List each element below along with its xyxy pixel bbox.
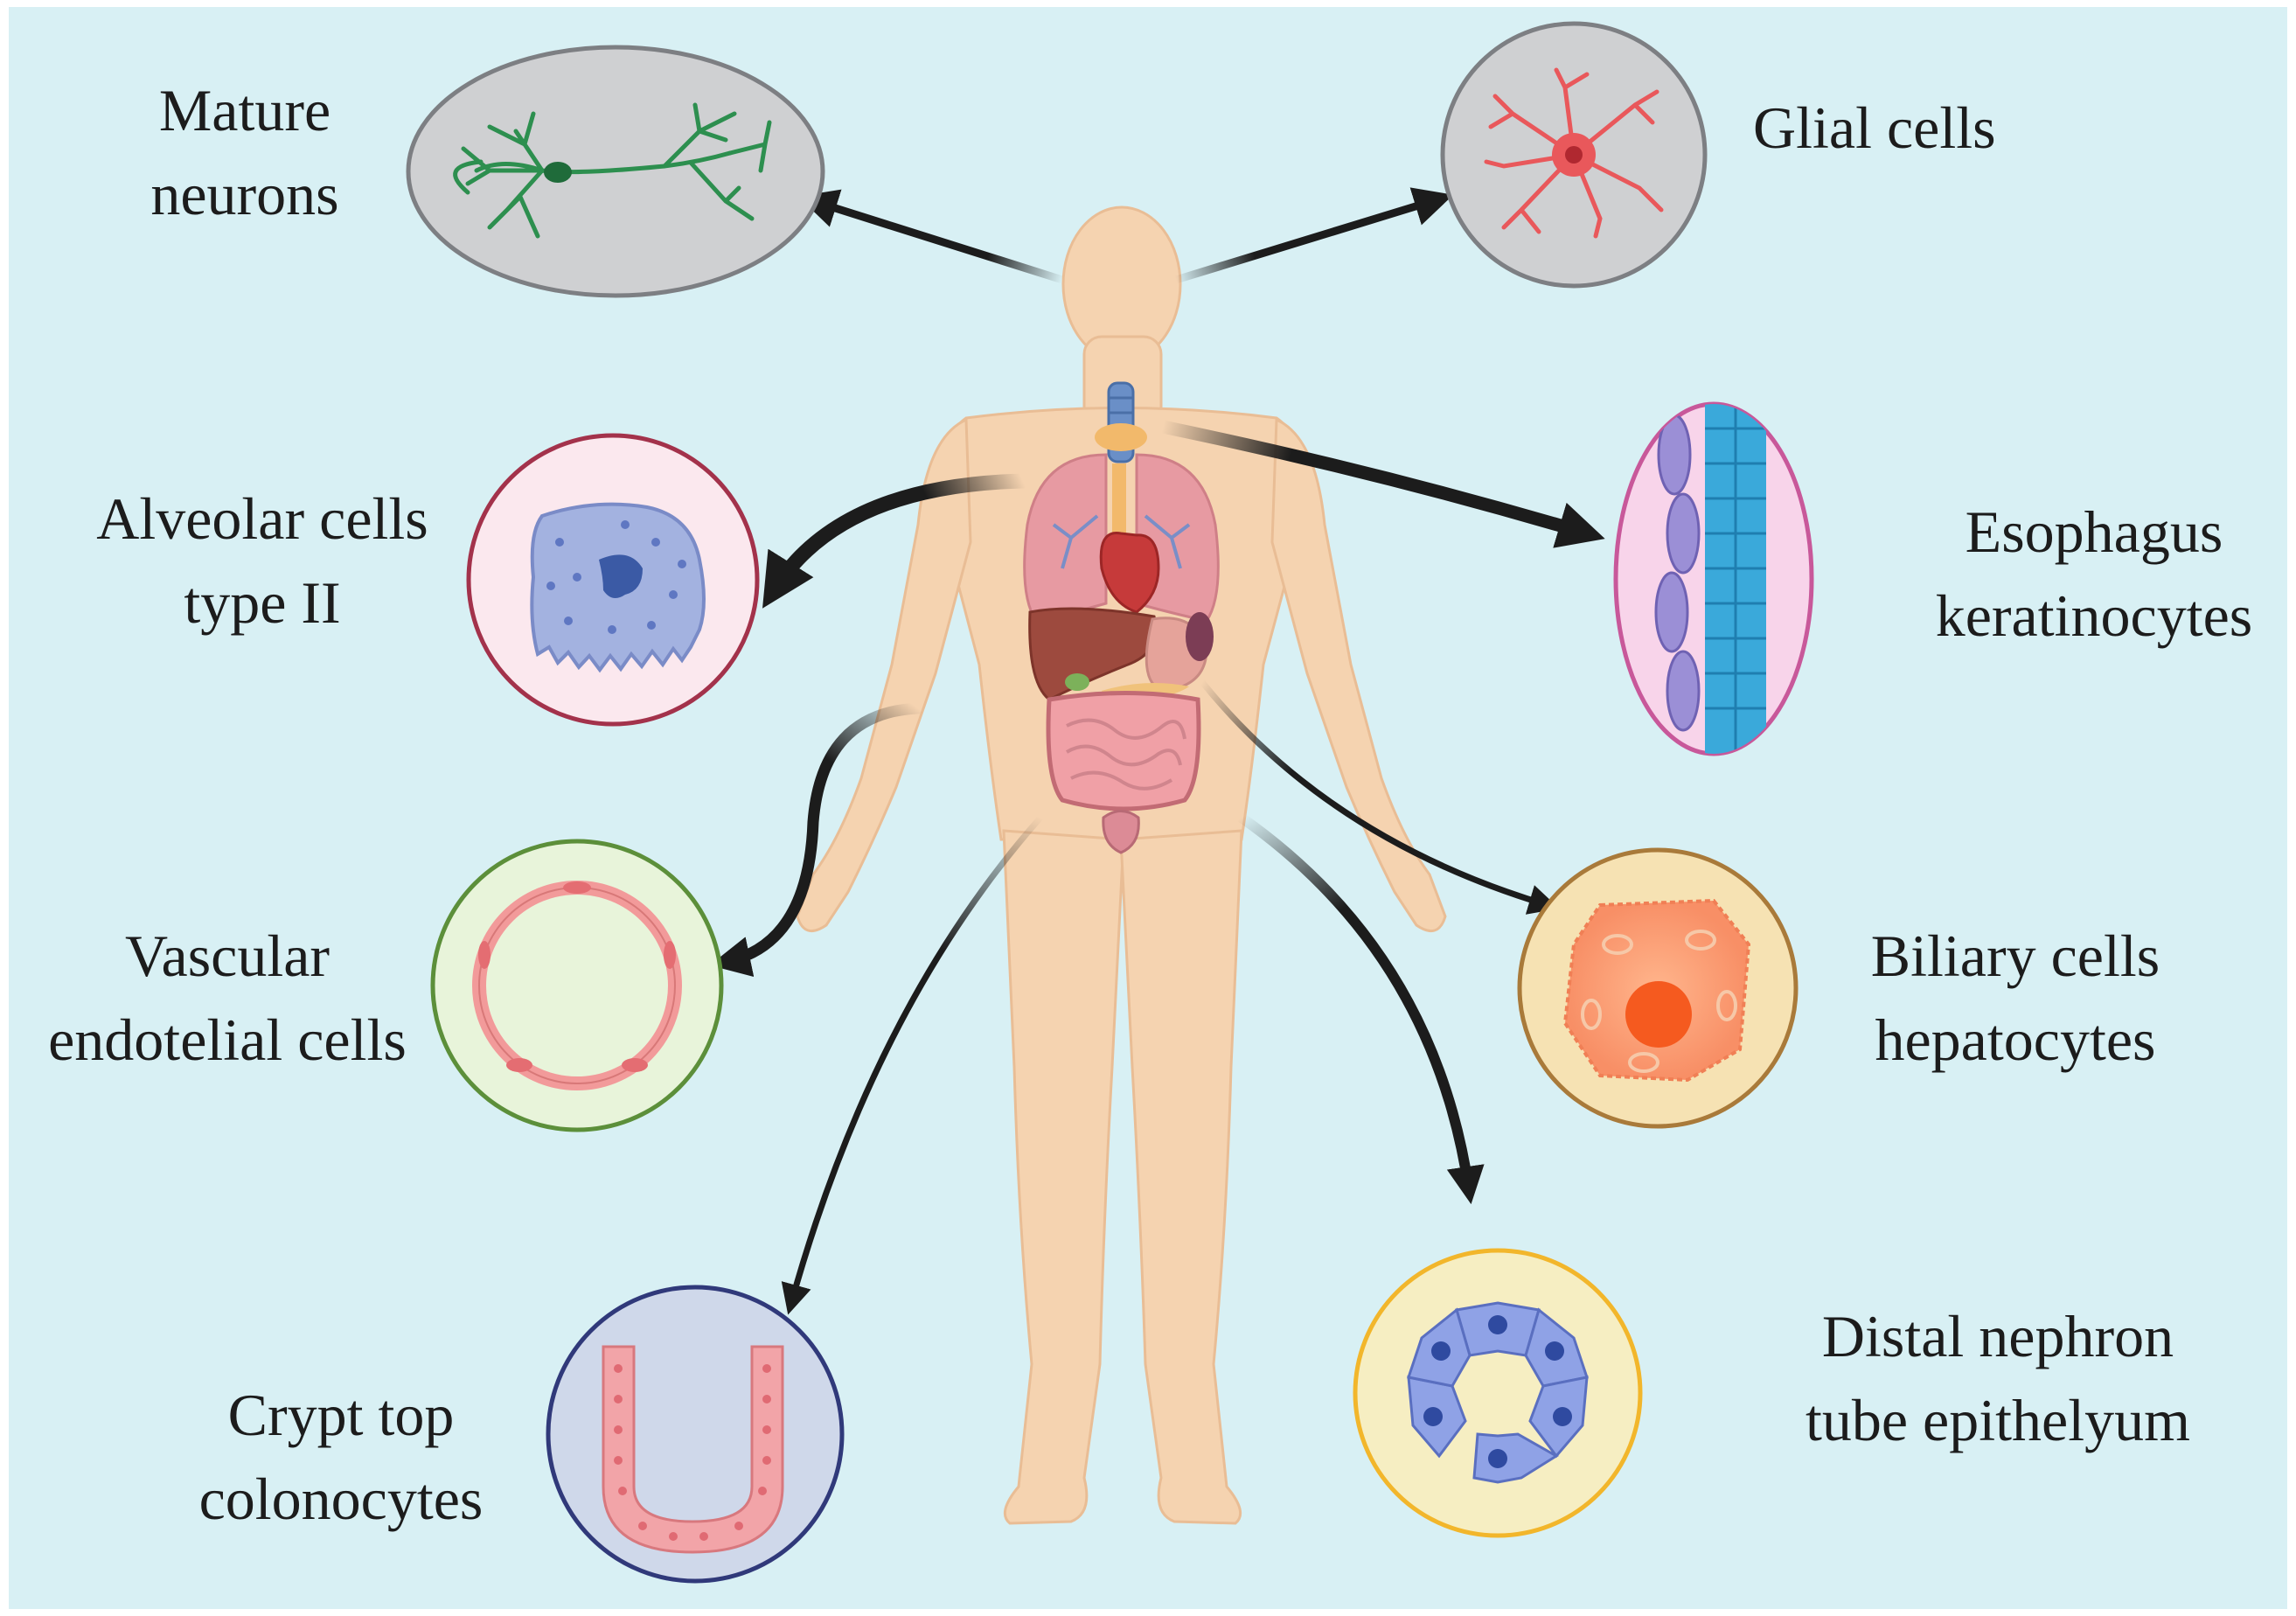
arrow-to-crypt <box>781 814 1044 1315</box>
keratinocyte-layer-icon <box>1613 401 1814 756</box>
arrow-to-esophagus <box>1156 420 1605 548</box>
label-biliary-hepatocytes: Biliary cells hepatocytes <box>1870 923 2160 1073</box>
label-glial-cells: Glial cells <box>1753 94 1996 161</box>
label-mature-neurons: Mature neurons <box>150 77 339 227</box>
colon-crypt-icon <box>546 1285 845 1584</box>
neuron-icon <box>406 45 825 298</box>
arrow-to-alveolar <box>762 473 1031 609</box>
label-vascular-endothelial: Vascular endotelial cells <box>48 923 407 1073</box>
arrow-to-glial <box>1172 187 1454 284</box>
hepatocyte-icon <box>1517 847 1799 1129</box>
glial-cell-icon <box>1440 21 1708 289</box>
alveolar-cell-icon <box>466 433 760 727</box>
arrow-to-biliary <box>1199 679 1560 915</box>
label-esophagus-keratinocytes: Esophagus keratinocytes <box>1935 498 2253 649</box>
label-distal-nephron: Distal nephron tube epithelyum <box>1805 1303 2190 1453</box>
blood-vessel-icon <box>430 839 724 1132</box>
label-crypt-colonocytes: Crypt top colonocytes <box>198 1382 484 1532</box>
nephron-tubule-icon <box>1353 1248 1643 1538</box>
arrow-to-vascular <box>709 702 924 978</box>
arrow-to-neurons <box>797 189 1067 284</box>
arrow-to-nephron <box>1236 812 1485 1205</box>
label-alveolar-cells: Alveolar cells type II <box>96 485 428 636</box>
